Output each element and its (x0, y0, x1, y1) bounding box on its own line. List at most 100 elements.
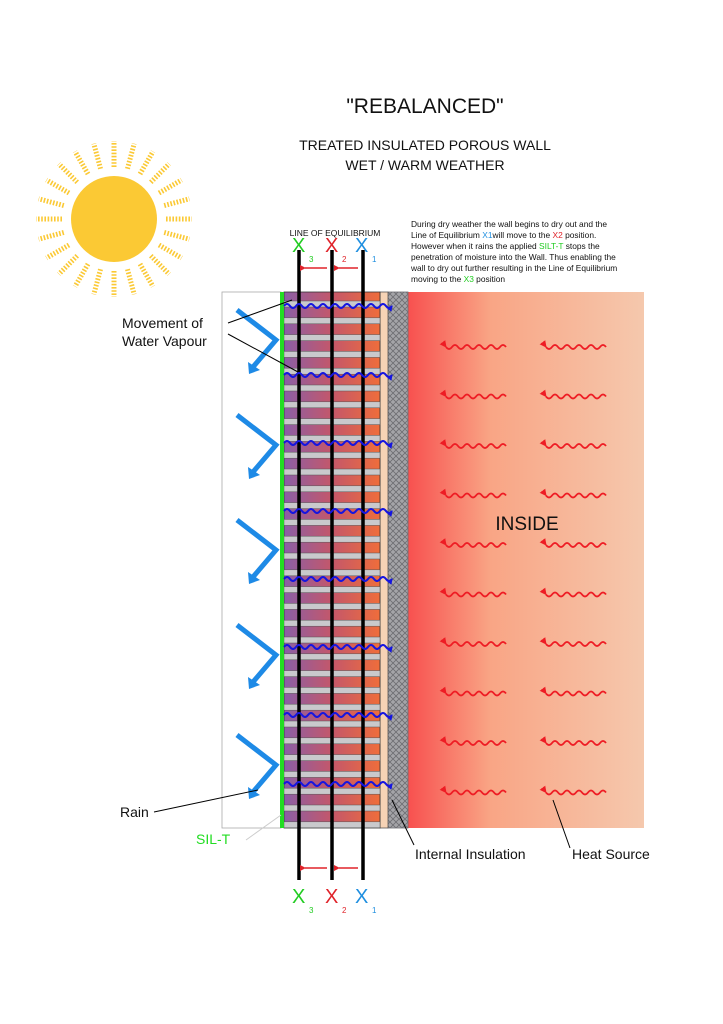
note-line-6: moving to the X3 position (411, 274, 505, 284)
note-line-5-text: wall to dry out further resulting in the… (410, 263, 617, 273)
note-line-4-text: penetration of moisture into the Wall. T… (411, 252, 616, 262)
sun-ray (38, 230, 65, 242)
sun-ray (157, 242, 183, 261)
note-line-6-b: position (474, 274, 506, 284)
note-line-3: However when it rains the applied SILT-T… (411, 241, 600, 251)
heat-arrow (439, 736, 507, 746)
silt-label: SIL-T (196, 831, 231, 847)
heat-arrow (539, 488, 607, 499)
sun-ray (163, 230, 190, 242)
heat-arrow (439, 538, 507, 548)
heat-arrow (539, 686, 607, 697)
rain-chevron (235, 518, 280, 579)
note-line-1: During dry weather the wall begins to dr… (411, 219, 607, 229)
heat-arrow (539, 637, 607, 647)
diagram-subtitle-line-1: TREATED INSULATED POROUS WALL (299, 137, 551, 153)
vapour-leader-1 (227, 299, 293, 324)
marker-x1-top: X 1 (355, 235, 377, 264)
heat-arrow (539, 439, 607, 449)
note-x1-highlight: X1 (482, 230, 493, 240)
note-line-5: wall to dry out further resulting in the… (410, 263, 617, 273)
outside-panel (221, 291, 282, 829)
vapour-arrow (283, 644, 393, 653)
sun-ray (137, 150, 156, 176)
rain-chevron (235, 308, 280, 369)
heat-arrow (439, 389, 507, 400)
vapour-arrow (283, 508, 393, 517)
rain-chevron-head (248, 572, 260, 584)
sun-ray (72, 262, 91, 288)
heat-arrow (539, 785, 607, 796)
heat-arrows (439, 340, 607, 796)
sun-ray (57, 254, 79, 276)
sun-ray (163, 196, 190, 208)
vapour-leader-2 (227, 333, 299, 373)
sun-ray (91, 268, 103, 295)
sun-ray (157, 177, 183, 196)
sun-icon (36, 141, 192, 297)
heat-arrow (539, 587, 607, 598)
water-vapour-arrows (283, 303, 393, 790)
note-line-3-b: stops the (563, 241, 600, 251)
sun-ray (149, 254, 171, 276)
rain-label: Rain (120, 804, 149, 820)
heat-arrow (539, 736, 607, 746)
sun-disc (71, 176, 157, 262)
marker-x3-top: X 3 (292, 235, 314, 264)
sun-ray (57, 162, 79, 184)
note-line-4: penetration of moisture into the Wall. T… (411, 252, 616, 262)
sun-ray (72, 150, 91, 176)
vapour-arrow (283, 372, 393, 381)
rain-chevron-head (248, 467, 260, 479)
note-silt-highlight: SILT-T (539, 241, 563, 251)
rain-chevron-head (248, 787, 260, 799)
sun-ray (38, 196, 65, 208)
internal-insulation-layer (387, 291, 409, 829)
diagram-title: "REBALANCED" (346, 95, 503, 118)
silt-coating (280, 292, 284, 828)
heat-arrow (439, 785, 507, 796)
vapour-arrow (283, 576, 393, 585)
inside-label: INSIDE (495, 514, 558, 535)
marker-x1-bottom: X 1 (355, 886, 377, 915)
marker-x2-bottom: X 2 (325, 886, 347, 915)
marker-x1-top-letter: X (355, 235, 368, 257)
insulation-label: Internal Insulation (415, 846, 526, 862)
room-area (408, 292, 644, 828)
vapour-label-line-1: Movement of (122, 315, 203, 331)
note-line-2-b: will move to the (491, 230, 552, 240)
note-line-1-text: During dry weather the wall begins to dr… (411, 219, 607, 229)
heat-arrow (439, 637, 507, 647)
diagram-subtitle-line-2: WET / WARM WEATHER (345, 157, 504, 173)
vapour-arrow (283, 440, 393, 449)
heat-arrow (439, 439, 507, 449)
marker-x2-top-letter: X (325, 235, 338, 257)
silt-leader (245, 814, 282, 841)
sun-ray (45, 242, 71, 261)
note-line-3-a: However when it rains the applied (411, 241, 539, 251)
marker-x2-bottom-sub: 2 (342, 906, 347, 915)
marker-x1-bottom-letter: X (355, 886, 368, 908)
marker-x3-bottom: X 3 (292, 886, 314, 915)
rain-arrows (235, 308, 280, 799)
note-line-2-a: Line of Equilibrium (411, 230, 482, 240)
heat-arrow (439, 686, 507, 697)
sun-ray (45, 177, 71, 196)
marker-x2-top: X 2 (325, 235, 347, 264)
rain-chevron (235, 413, 280, 474)
sun-ray (149, 162, 171, 184)
note-x2-highlight: X2 (553, 230, 564, 240)
rain-leader (153, 789, 259, 813)
sun-ray (125, 143, 137, 170)
rain-chevron (235, 733, 280, 794)
note-line-2: Line of Equilibrium X1will move to the X… (411, 230, 596, 240)
heat-arrow (439, 587, 507, 598)
rain-chevron (235, 623, 280, 684)
sun-ray (137, 262, 156, 288)
marker-x3-top-sub: 3 (309, 255, 314, 264)
marker-x2-top-sub: 2 (342, 255, 347, 264)
heat-arrow (539, 538, 607, 548)
heat-source-leader (552, 799, 571, 849)
vapour-arrow (283, 781, 393, 790)
